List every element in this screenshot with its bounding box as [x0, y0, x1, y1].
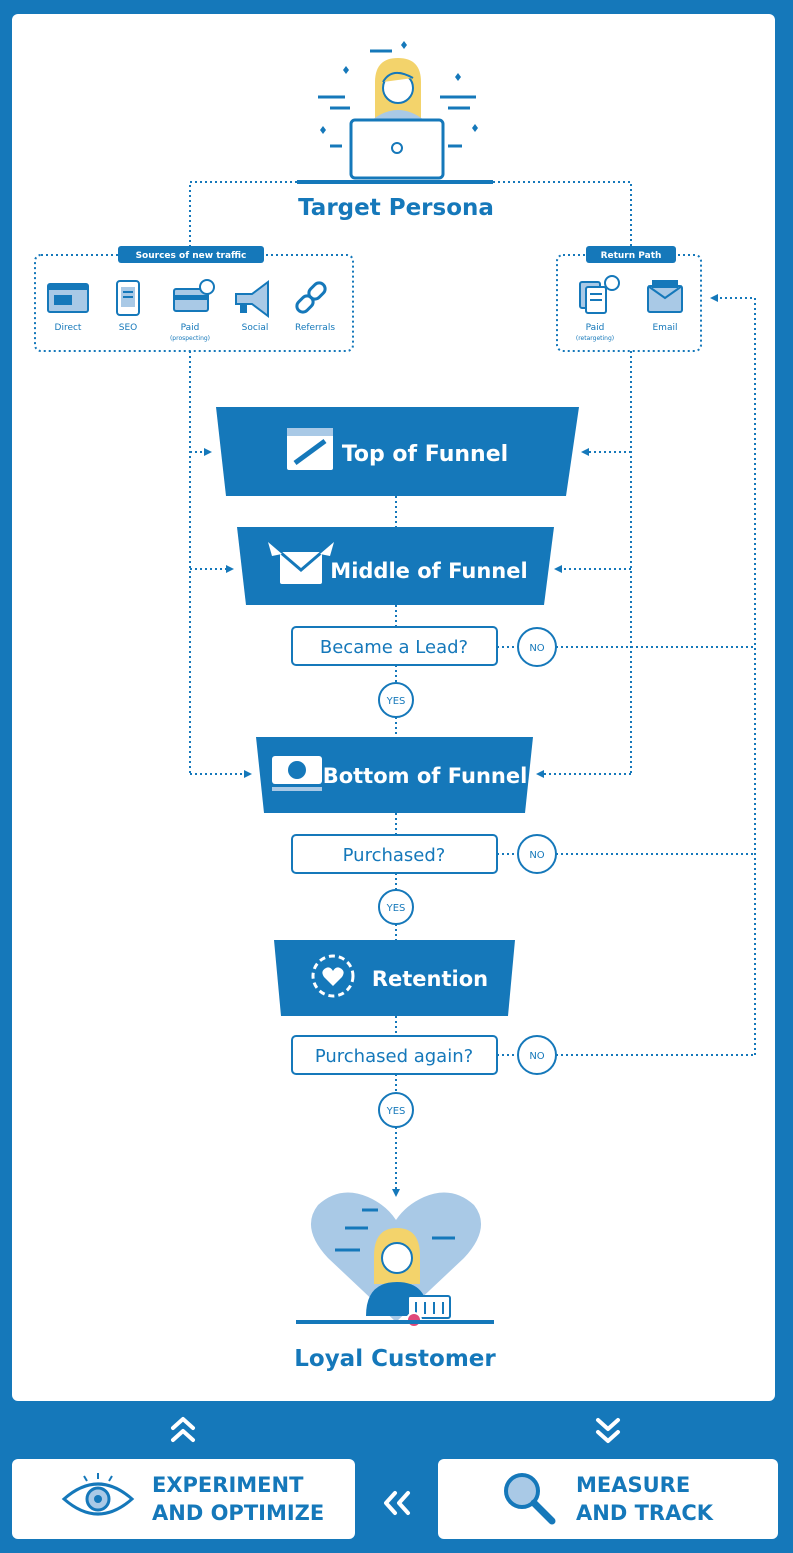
sources-box	[34, 254, 354, 352]
middle-of-funnel-stage: Middle of Funnel	[237, 527, 554, 605]
double-chevron-down-icon	[596, 1418, 620, 1443]
source-label-seo: SEO	[119, 323, 137, 333]
money-bill-icon	[272, 756, 322, 791]
double-chevron-up-icon	[171, 1417, 195, 1442]
purchased-again-decision: Purchased again?	[291, 1035, 498, 1075]
mobile-page-icon	[116, 280, 140, 316]
connectors	[189, 181, 756, 1197]
documents-icon	[579, 275, 620, 314]
purchased-label: Purchased?	[343, 845, 446, 866]
svg-text:YES: YES	[386, 696, 406, 707]
heart-hands-icon	[311, 954, 355, 998]
top-of-funnel-stage: Top of Funnel	[216, 407, 579, 496]
credit-card-icon	[173, 279, 215, 312]
bottom-of-funnel-stage: Bottom of Funnel	[256, 737, 533, 813]
svg-text:YES: YES	[386, 903, 406, 914]
return-label-email: Email	[653, 323, 678, 333]
return-label-paid: Paid	[586, 323, 605, 333]
purchased-decision: Purchased?	[291, 834, 498, 874]
measure-label-line2: AND TRACK	[576, 1501, 714, 1525]
source-sublabel-paid: (prospecting)	[170, 335, 210, 342]
svg-text:NO: NO	[529, 643, 544, 654]
return-path-title-pill	[586, 246, 676, 263]
svg-text:NO: NO	[529, 850, 544, 861]
middle-of-funnel-label: Middle of Funnel	[330, 559, 527, 583]
target-persona-illustration	[297, 41, 493, 184]
yes-badge-lead: YES	[378, 682, 414, 718]
form-edit-icon	[287, 428, 333, 470]
winged-envelope-icon	[268, 542, 334, 584]
retention-stage: Retention	[274, 940, 515, 1016]
measure-and-track-box: MEASURE AND TRACK	[438, 1459, 778, 1539]
chain-link-icon	[295, 281, 327, 314]
source-label-direct: Direct	[55, 323, 82, 333]
purchased-again-label: Purchased again?	[315, 1046, 473, 1067]
return-sublabel-paid: (retargeting)	[576, 335, 614, 342]
return-path-title: Return Path	[601, 251, 662, 261]
top-of-funnel-label: Top of Funnel	[342, 442, 508, 467]
experiment-label-line1: EXPERIMENT	[152, 1473, 304, 1497]
svg-text:YES: YES	[386, 1106, 406, 1117]
target-persona-title: Target Persona	[298, 195, 494, 221]
yes-badge-purchased: YES	[378, 889, 414, 925]
source-label-social: Social	[242, 323, 269, 333]
no-badge-purchased: NO	[517, 834, 557, 874]
bottom-of-funnel-label: Bottom of Funnel	[323, 764, 528, 788]
source-label-paid: Paid	[181, 323, 200, 333]
inbox-icon	[647, 280, 683, 313]
experiment-and-optimize-box: EXPERIMENT AND OPTIMIZE	[12, 1459, 355, 1539]
no-badge-purchased-again: NO	[517, 1035, 557, 1075]
loyal-customer-illustration	[296, 1192, 494, 1328]
became-a-lead-decision: Became a Lead?	[291, 626, 498, 666]
no-badge-lead: NO	[517, 627, 557, 667]
magnifier-icon	[504, 1473, 556, 1525]
eye-icon	[61, 1473, 135, 1516]
svg-text:NO: NO	[529, 1051, 544, 1062]
source-label-referrals: Referrals	[295, 323, 335, 333]
sources-title: Sources of new traffic	[136, 251, 247, 261]
measure-label-line1: MEASURE	[576, 1473, 691, 1497]
megaphone-icon	[235, 280, 269, 318]
browser-window-icon	[47, 283, 89, 313]
double-chevron-left-icon	[384, 1491, 410, 1515]
retention-label: Retention	[372, 967, 488, 991]
loyal-customer-title: Loyal Customer	[294, 1346, 496, 1372]
sources-title-pill	[118, 246, 264, 263]
experiment-label-line2: AND OPTIMIZE	[152, 1501, 325, 1525]
became-a-lead-label: Became a Lead?	[320, 637, 468, 658]
yes-badge-purchased-again: YES	[378, 1092, 414, 1128]
